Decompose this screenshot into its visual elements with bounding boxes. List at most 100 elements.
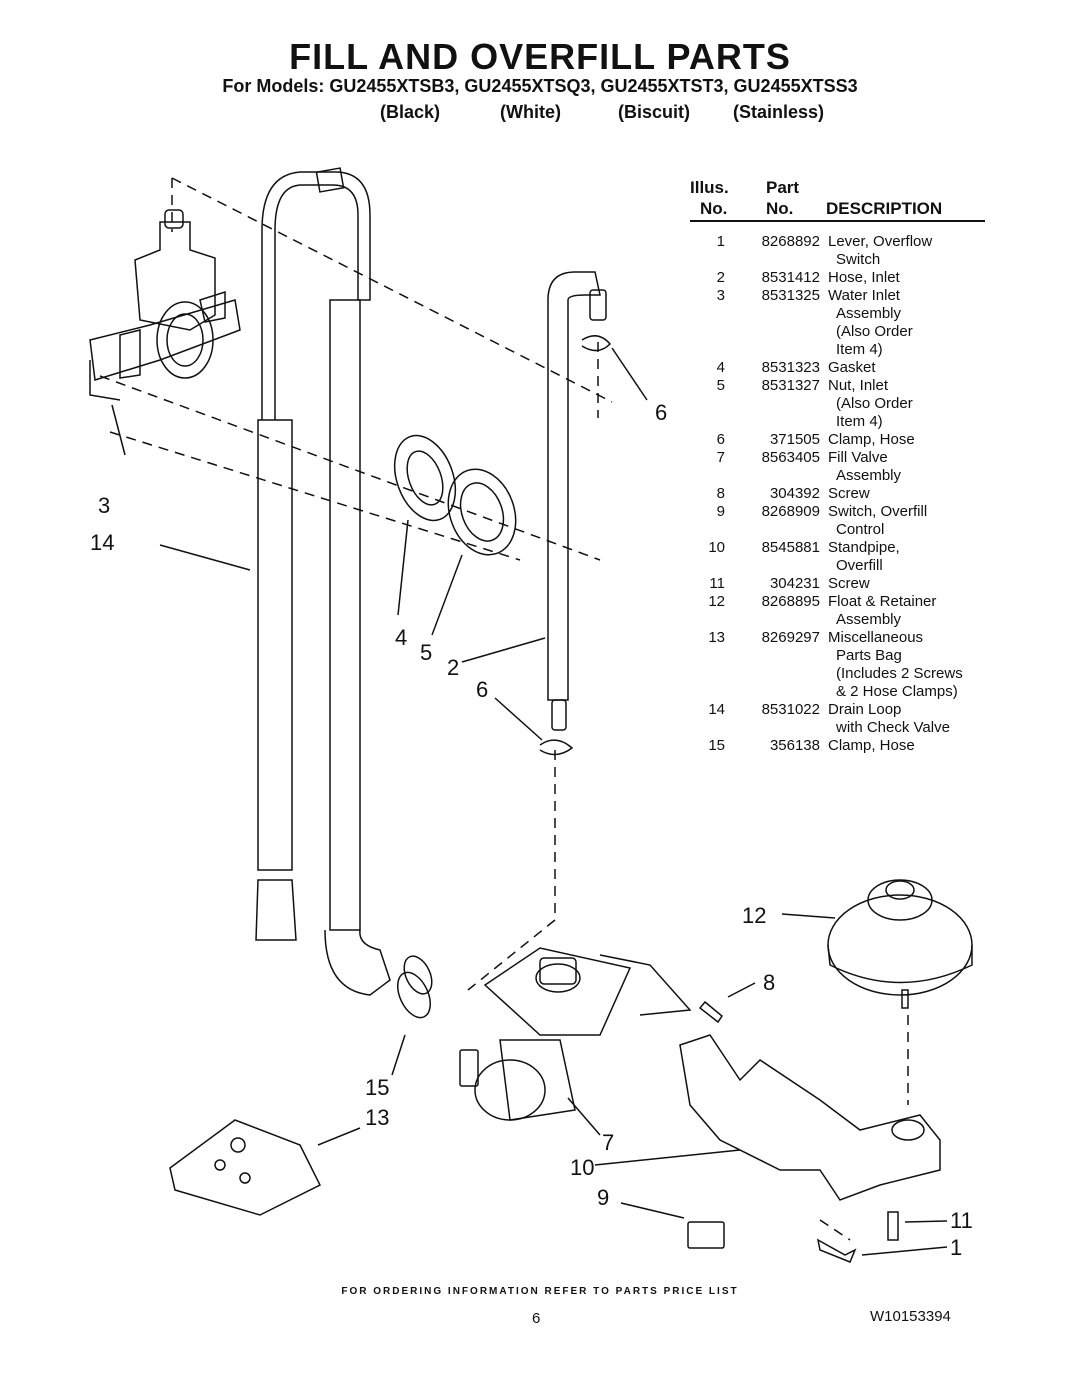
description-line: (Includes 2 Screws <box>836 665 963 682</box>
inlet-hose <box>539 271 612 756</box>
illus-no: 15 <box>708 737 725 754</box>
callout-15: 15 <box>365 1075 390 1100</box>
float-retainer <box>827 879 973 1009</box>
th-part-1: Part <box>766 178 800 197</box>
illus-no: 6 <box>716 431 725 448</box>
color-stainless: (Stainless) <box>733 102 825 122</box>
drain-loop <box>255 167 391 996</box>
description-line: Screw <box>828 575 870 592</box>
callout-10: 10 <box>570 1155 595 1180</box>
part-no: 304392 <box>769 485 820 502</box>
part-no: 356138 <box>769 737 820 754</box>
callout-1: 1 <box>950 1235 963 1260</box>
illus-no: 10 <box>708 539 725 556</box>
table-header-rule <box>690 220 985 222</box>
part-no: 8268895 <box>761 593 820 610</box>
screw-11 <box>887 1211 899 1241</box>
part-description: Clamp, Hose <box>820 431 915 449</box>
callout-7: 7 <box>602 1130 615 1155</box>
illus-no: 13 <box>708 629 725 646</box>
illus-no: 11 <box>709 575 725 592</box>
part-no: 8268892 <box>761 233 820 250</box>
callout-12: 12 <box>742 903 767 928</box>
callout-8: 8 <box>763 970 776 995</box>
callout-4: 4 <box>395 625 408 650</box>
part-no: 8545881 <box>761 539 820 556</box>
description-line: (Also Order <box>836 395 913 412</box>
part-no: 8531323 <box>761 359 820 376</box>
ordering-note: FOR ORDERING INFORMATION REFER TO PARTS … <box>341 1286 739 1297</box>
alignment-lines <box>99 177 909 1241</box>
part-no: 304231 <box>769 575 820 592</box>
part-description: Standpipe,Overfill <box>820 539 900 575</box>
callout-3: 3 <box>98 493 111 518</box>
page-title: FILL AND OVERFILL PARTS <box>289 36 791 77</box>
callout-13: 13 <box>365 1105 390 1130</box>
description-line: Assembly <box>836 467 902 484</box>
illus-no: 7 <box>716 449 725 466</box>
overflow-lever <box>816 1238 857 1263</box>
part-no: 8531325 <box>761 287 820 304</box>
models-line: For Models: GU2455XTSB3, GU2455XTSQ3, GU… <box>222 76 858 96</box>
description-line: Assembly <box>836 305 902 322</box>
gasket <box>393 434 457 522</box>
part-no: 8269297 <box>761 629 820 646</box>
description-line: Overfill <box>836 557 883 574</box>
description-line: with Check Valve <box>836 719 950 736</box>
description-line: Miscellaneous <box>828 629 924 646</box>
description-line: Item 4) <box>836 413 883 430</box>
parts-row: 15 356138 Clamp, Hose <box>690 737 963 755</box>
description-line: Lever, Overflow <box>828 233 933 250</box>
part-no: 8531412 <box>761 269 820 286</box>
parts-bag <box>169 1119 322 1216</box>
part-description: Gasket <box>820 359 876 377</box>
part-no: 8268909 <box>761 503 820 520</box>
description-line: Control <box>836 521 885 538</box>
description-line: (Also Order <box>836 323 913 340</box>
description-line: Water Inlet <box>828 287 900 304</box>
water-inlet-assembly <box>89 209 241 401</box>
description-line: Switch, Overfill <box>828 503 928 520</box>
description-line: Drain Loop <box>828 701 902 718</box>
illus-no: 4 <box>716 359 725 376</box>
th-illus-1: Illus. <box>690 178 729 197</box>
part-description: Screw <box>820 485 870 503</box>
description-line: Fill Valve <box>828 449 888 466</box>
th-part-2: No. <box>766 199 794 218</box>
callout-11: 11 <box>950 1208 973 1233</box>
th-illus-2: No. <box>700 199 728 218</box>
callout-2: 2 <box>447 655 460 680</box>
description-line: Item 4) <box>836 341 883 358</box>
document-id: W10153394 <box>870 1308 951 1325</box>
description-line: Clamp, Hose <box>828 737 915 754</box>
standpipe <box>679 1034 941 1201</box>
illus-no: 2 <box>716 269 725 286</box>
part-description: Clamp, Hose <box>820 737 915 755</box>
part-no: 8531022 <box>761 701 820 718</box>
illus-no: 8 <box>716 485 725 502</box>
description-line: Switch <box>836 251 881 268</box>
description-line: Standpipe, <box>828 539 900 556</box>
description-line: & 2 Hose Clamps) <box>836 683 958 700</box>
nut-inlet <box>447 468 517 556</box>
illus-no: 5 <box>716 377 725 394</box>
description-line: Float & Retainer <box>828 593 937 610</box>
overfill-switch <box>687 1221 725 1249</box>
part-no: 8563405 <box>761 449 820 466</box>
